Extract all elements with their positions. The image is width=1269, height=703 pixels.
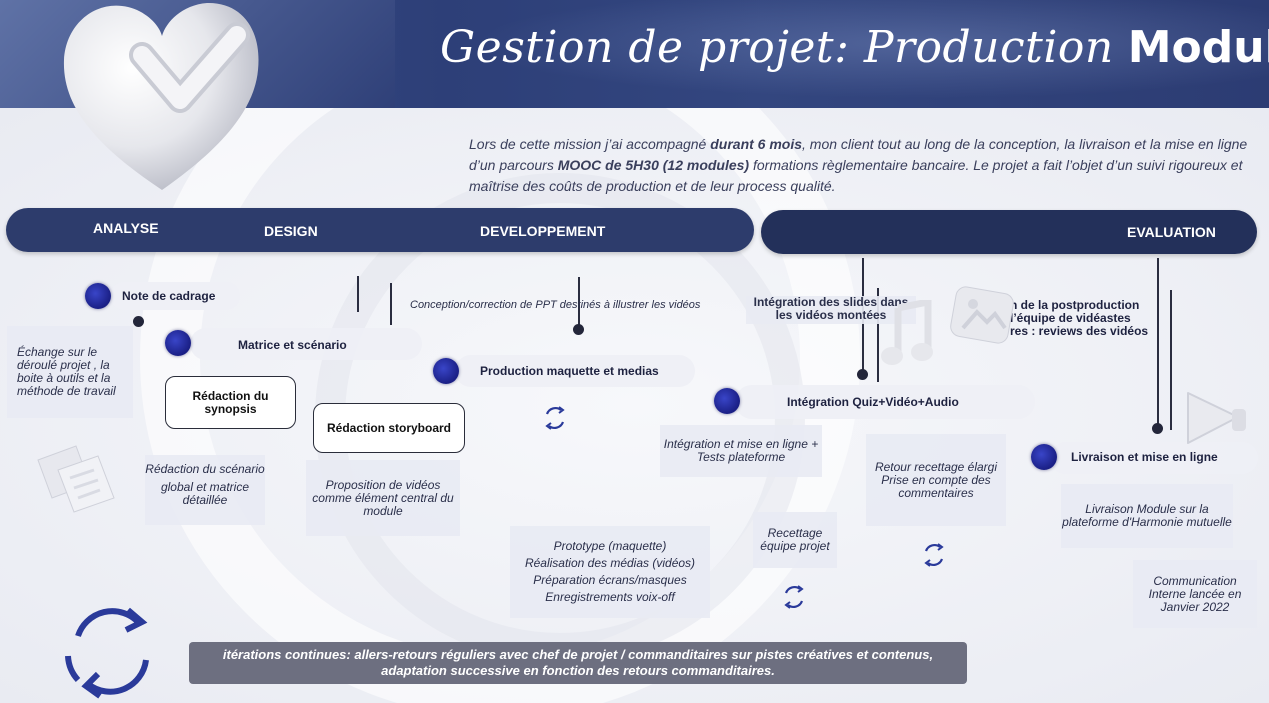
cycle-arrows-icon: [784, 585, 804, 609]
heart-check-icon: [63, 2, 259, 191]
postprod-line-1: n de la postproduction: [1010, 298, 1140, 312]
timeline-marker: [133, 316, 144, 327]
step-livraison: Livraison et mise en ligne: [1071, 450, 1218, 464]
postprod-line-3: res : reviews des vidéos: [1010, 324, 1149, 338]
note-retour-recettage: Retour recettage élargi Prise en compte …: [866, 434, 1006, 526]
cycle-arrows-icon: [924, 543, 944, 567]
title-bold: Module: [1127, 22, 1269, 73]
intro-bold-duration: durant 6 mois: [710, 136, 803, 152]
connector-line: [390, 283, 392, 325]
intro-bold-mooc: MOOC de 5H30 (12 modules): [557, 157, 750, 173]
note-communication: Communication Interne lancée en Janvier …: [1133, 560, 1257, 628]
intro-part-2: , mon client tout au long de la concepti…: [469, 136, 1248, 173]
phase-analyse: ANALYSE: [93, 220, 159, 236]
music-note-icon: [881, 300, 933, 365]
step-dot: [1031, 444, 1057, 470]
cycle-arrows-icon: [65, 607, 149, 699]
header-glow: [395, 0, 1269, 108]
step-pill-livraison: [1050, 442, 1258, 474]
box-storyboard: Rédaction storyboard: [313, 403, 465, 453]
note-recettage-equipe: Recettage équipe projet: [753, 512, 837, 568]
step-dot: [714, 388, 740, 414]
step-dot: [85, 283, 111, 309]
proto-item-3: Préparation écrans/masques: [533, 573, 687, 587]
connector-line: [357, 276, 359, 312]
step-dot: [165, 330, 191, 356]
note-integration-ligne: Intégration et mise en ligne + Tests pla…: [660, 425, 822, 477]
footer-iterations: itérations continues: allers-retours rég…: [189, 642, 967, 684]
proto-item-4: Enregistrements voix-off: [545, 590, 675, 604]
proto-item-2: Réalisation des médias (vidéos): [524, 556, 696, 570]
step-pill-cadrage: [110, 282, 240, 310]
connector-line: [578, 277, 580, 327]
phase-bar-left: [6, 208, 754, 252]
phase-design: DESIGN: [264, 223, 318, 239]
phase-developpement: DEVELOPPEMENT: [480, 223, 606, 239]
phase-evaluation: EVALUATION: [1127, 224, 1216, 240]
step-pill-integration-quiz: [735, 385, 1035, 419]
box-synopsis: Rédaction du synopsis: [165, 376, 296, 429]
intro-part-1: Lors de cette mission j’ai accompagné: [469, 136, 711, 152]
title-script: Gestion de projet: Production: [440, 22, 1114, 73]
step-integration-quiz: Intégration Quiz+Vidéo+Audio: [787, 395, 959, 409]
step-dot: [433, 358, 459, 384]
phase-bar-right: [761, 210, 1257, 254]
intro-part-3: formations règlementaire bancaire. Le pr…: [469, 157, 1243, 194]
note-redaction-scenario-1: Rédaction du scénario: [145, 462, 265, 476]
timeline-marker: [573, 324, 584, 335]
connector-line: [877, 288, 879, 382]
postprod-line-2: l’équipe de vidéastes: [1010, 311, 1131, 325]
step-matrice: Matrice et scénario: [238, 338, 347, 352]
connector-line: [1157, 258, 1159, 426]
step-note-cadrage: Note de cadrage: [122, 289, 216, 303]
cycle-arrows-icon: [545, 406, 565, 430]
step-pill-matrice: [190, 328, 422, 360]
note-conception-ppt: Conception/correction de PPT destinés à …: [410, 299, 701, 311]
note-proposition: Proposition de vidéos comme élément cent…: [306, 460, 460, 536]
note-livraison-module: Livraison Module sur la plateforme d'Har…: [1061, 484, 1233, 548]
step-postproduction: n de la postproduction l’équipe de vidéa…: [1010, 299, 1148, 338]
document-icon: [37, 445, 115, 513]
note-echange: Échange sur le déroulé projet , la boite…: [7, 326, 133, 418]
note-redaction-scenario: Rédaction du scénario global et matrice …: [145, 455, 265, 525]
connector-line: [1170, 290, 1172, 430]
step-production: Production maquette et medias: [480, 364, 659, 378]
step-integration-slides: Intégration des slides dans les vidéos m…: [746, 296, 916, 324]
timeline-marker: [857, 369, 868, 380]
image-icon: [950, 286, 1014, 344]
intro-paragraph: Lors de cette mission j’ai accompagné du…: [469, 134, 1249, 197]
step-pill-production: [455, 355, 695, 387]
proto-item-1: Prototype (maquette): [553, 539, 667, 553]
note-redaction-scenario-2: global et matrice détaillée: [160, 480, 250, 507]
timeline-marker: [1152, 423, 1163, 434]
note-prototype-list: Prototype (maquette) Réalisation des méd…: [510, 526, 710, 618]
play-icon: [1187, 392, 1246, 444]
page-title: Gestion de projet: Production Module: [440, 22, 1269, 73]
